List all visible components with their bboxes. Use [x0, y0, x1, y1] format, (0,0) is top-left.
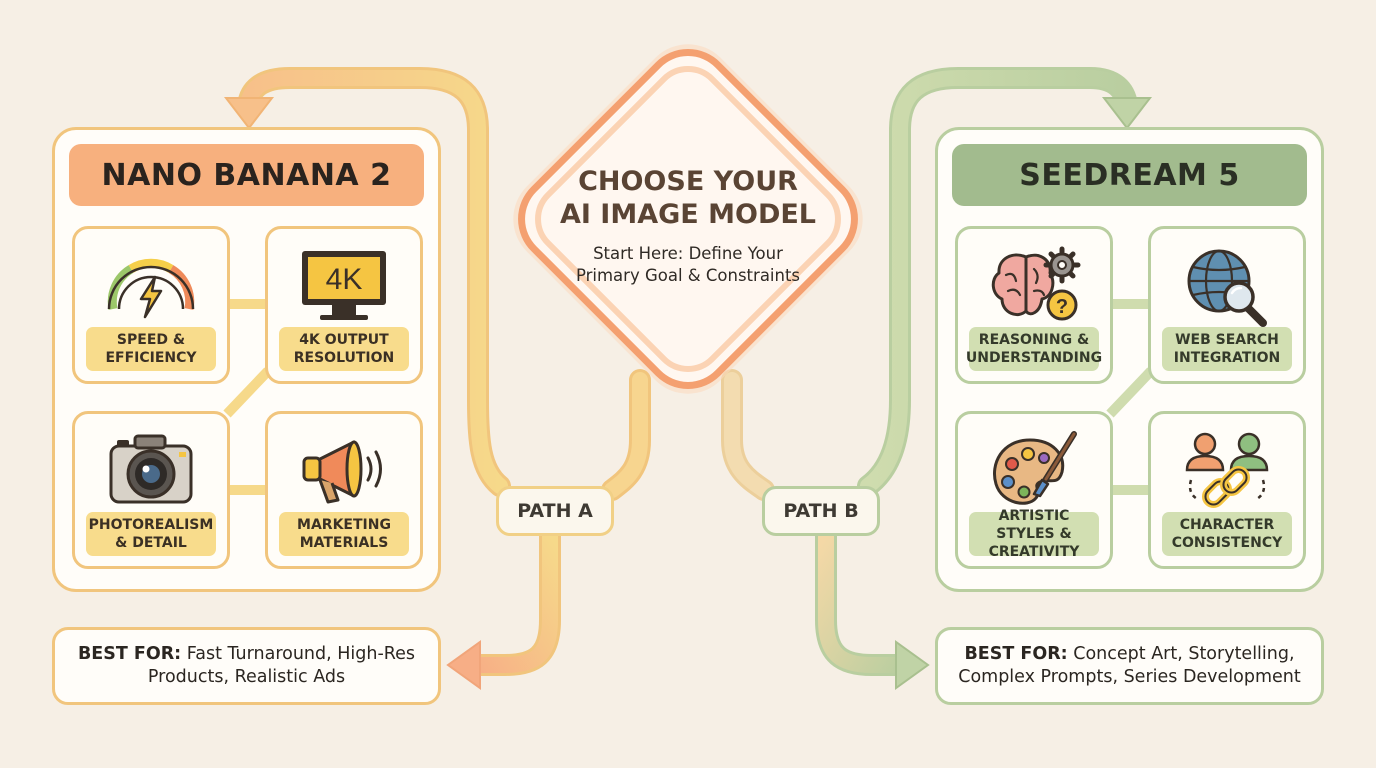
megaphone-icon — [302, 440, 382, 504]
arrowhead-right-top — [1101, 97, 1153, 130]
card-label: SPEED & EFFICIENCY — [86, 327, 216, 371]
globe-search-icon — [1187, 249, 1267, 327]
card-label: MARKETING MATERIALS — [279, 512, 409, 556]
question-mark-text: ? — [1056, 296, 1068, 318]
4k-monitor-icon: 4K — [302, 251, 386, 320]
feature-card-artistic: ARTISTIC STYLES & CREATIVITY — [955, 411, 1113, 569]
feature-card-4k: 4K 4K OUTPUT RESOLUTION — [265, 226, 423, 384]
brain-gear-icon: ? — [991, 246, 1081, 321]
panel-title: NANO BANANA 2 — [69, 144, 424, 206]
feature-card-character: CHARACTER CONSISTENCY — [1148, 411, 1306, 569]
feature-card-reasoning: ? REASONING & UNDERSTANDING — [955, 226, 1113, 384]
feature-card-web-search: WEB SEARCH INTEGRATION — [1148, 226, 1306, 384]
arrowhead-right-bottom — [895, 640, 930, 690]
feature-card-marketing: MARKETING MATERIALS — [265, 411, 423, 569]
4k-monitor-text: 4K — [326, 263, 363, 296]
arrowhead-left-bottom — [446, 640, 481, 690]
center-title: CHOOSE YOUR AI IMAGE MODEL — [559, 166, 817, 230]
decision-diamond — [513, 44, 863, 394]
best-for-nano-banana: BEST FOR: Fast Turnaround, High-Res Prod… — [52, 627, 441, 705]
feature-card-speed: SPEED & EFFICIENCY — [72, 226, 230, 384]
feature-card-photorealism: PHOTOREALISM & DETAIL — [72, 411, 230, 569]
card-connectors — [223, 299, 272, 495]
best-for-text: Concept Art, Storytelling, Complex Promp… — [958, 644, 1301, 687]
seedream-panel: SEEDREAM 5 ? REASONING & UNDERSTANDING — [935, 127, 1324, 592]
card-label: REASONING & UNDERSTANDING — [966, 327, 1102, 371]
linked-people-icon — [1185, 432, 1269, 509]
arrowhead-left-top — [223, 97, 275, 130]
best-for-label: BEST FOR: — [964, 644, 1068, 664]
path-a-label: PATH A — [496, 486, 614, 536]
camera-icon — [109, 434, 193, 504]
card-label: CHARACTER CONSISTENCY — [1162, 512, 1292, 556]
palette-icon — [993, 431, 1077, 505]
panel-title: SEEDREAM 5 — [952, 144, 1307, 206]
center-subtitle: Start Here: Define Your Primary Goal & C… — [575, 244, 801, 285]
best-for-label: BEST FOR: — [77, 644, 182, 664]
best-for-seedream: BEST FOR: Concept Art, Storytelling, Com… — [935, 627, 1324, 705]
nano-banana-panel: NANO BANANA 2 SPEED & EFFICIENCY 4K 4K O… — [52, 127, 441, 592]
best-for-text: Fast Turnaround, High-Res Products, Real… — [147, 644, 416, 687]
card-label: 4K OUTPUT RESOLUTION — [279, 327, 409, 371]
path-b-label: PATH B — [762, 486, 880, 536]
card-label: PHOTOREALISM & DETAIL — [86, 512, 216, 556]
card-connectors — [1106, 299, 1155, 495]
card-label: WEB SEARCH INTEGRATION — [1162, 327, 1292, 371]
card-label: ARTISTIC STYLES & CREATIVITY — [969, 508, 1099, 560]
speedometer-icon — [107, 258, 195, 319]
